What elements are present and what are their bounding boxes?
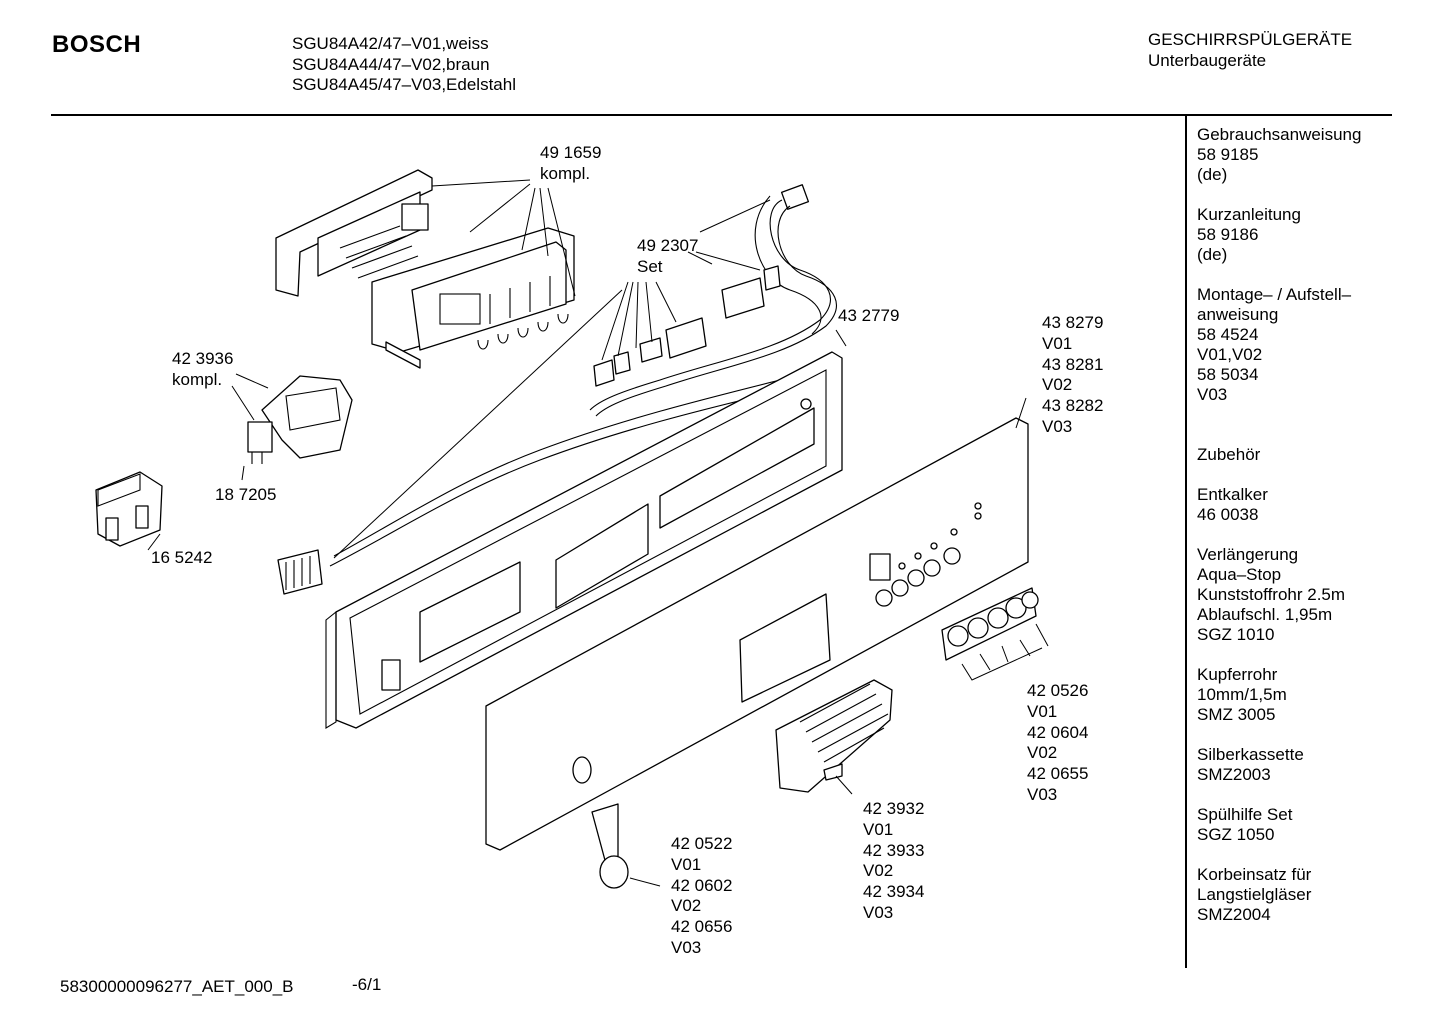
- sidebar-group-extension: Verlängerung Aqua–Stop Kunststoffrohr 2.…: [1197, 545, 1346, 644]
- wiring-harness-drawing: [277, 184, 837, 595]
- part-label-187205: 18 7205: [215, 485, 277, 504]
- page-number: -6/1: [352, 975, 382, 994]
- control-module-drawing: [275, 169, 575, 369]
- part-label-491659: 49 1659 kompl.: [540, 143, 602, 183]
- appliance-category: GESCHIRRSPÜLGERÄTE Unterbaugeräte: [1148, 30, 1353, 70]
- sidebar-divider: [1185, 116, 1187, 968]
- part-label-432779: 43 2779: [838, 306, 900, 325]
- sidebar-group-copper-pipe: Kupferrohr 10mm/1,5m SMZ 3005: [1197, 665, 1287, 724]
- door-switch-drawing: [247, 375, 353, 464]
- sidebar-group-glass-insert: Korbeinsatz für Langstielgläser SMZ2004: [1197, 865, 1312, 924]
- exploded-parts-drawing: [95, 169, 1049, 889]
- program-buttons-drawing: [941, 587, 1039, 661]
- sidebar-group-silver-cassette: Silberkassette SMZ2003: [1197, 745, 1304, 784]
- part-label-438279: 43 8279 V01 43 8281 V02 43 8282 V03: [1042, 313, 1104, 436]
- document-code: 58300000096277_AET_000_B: [60, 977, 294, 996]
- part-label-420526: 42 0526 V01 42 0604 V02 42 0655 V03: [1027, 681, 1089, 804]
- accessories-sidebar: Gebrauchsanweisung 58 9185 (de) Kurzanle…: [1197, 125, 1387, 925]
- part-label-423932: 42 3932 V01 42 3933 V02 42 3934 V03: [863, 799, 925, 922]
- sidebar-group-rinse-set: Spülhilfe Set SGZ 1050: [1197, 805, 1293, 844]
- part-label-492307: 49 2307 Set: [637, 236, 699, 276]
- sidebar-group-installation: Montage– / Aufstell– anweisung 58 4524 V…: [1197, 285, 1352, 404]
- sidebar-group-accessories-heading: Zubehör: [1197, 445, 1261, 464]
- sidebar-group-descaler: Entkalker 46 0038: [1197, 485, 1268, 524]
- bosch-logo: BOSCH: [52, 31, 142, 58]
- part-label-165242: 16 5242: [151, 548, 213, 567]
- front-panel-drawing: [485, 417, 1029, 851]
- front-frame-drawing: [325, 351, 843, 729]
- part-label-423936: 42 3936 kompl.: [172, 349, 234, 389]
- knob-drawing: [591, 803, 629, 889]
- part-label-420522: 42 0522 V01 42 0602 V02 42 0656 V03: [671, 834, 733, 957]
- sidebar-group-quickguide: Kurzanleitung 58 9186 (de): [1197, 205, 1301, 264]
- sidebar-group-manual: Gebrauchsanweisung 58 9185 (de): [1197, 125, 1362, 184]
- relay-drawing: [95, 471, 163, 547]
- leader-lines: [147, 179, 1049, 887]
- header-divider: [51, 114, 1392, 116]
- handle-cover-drawing: [775, 679, 893, 793]
- model-list: SGU84A42/47–V01,weiss SGU84A44/47–V02,br…: [292, 34, 516, 94]
